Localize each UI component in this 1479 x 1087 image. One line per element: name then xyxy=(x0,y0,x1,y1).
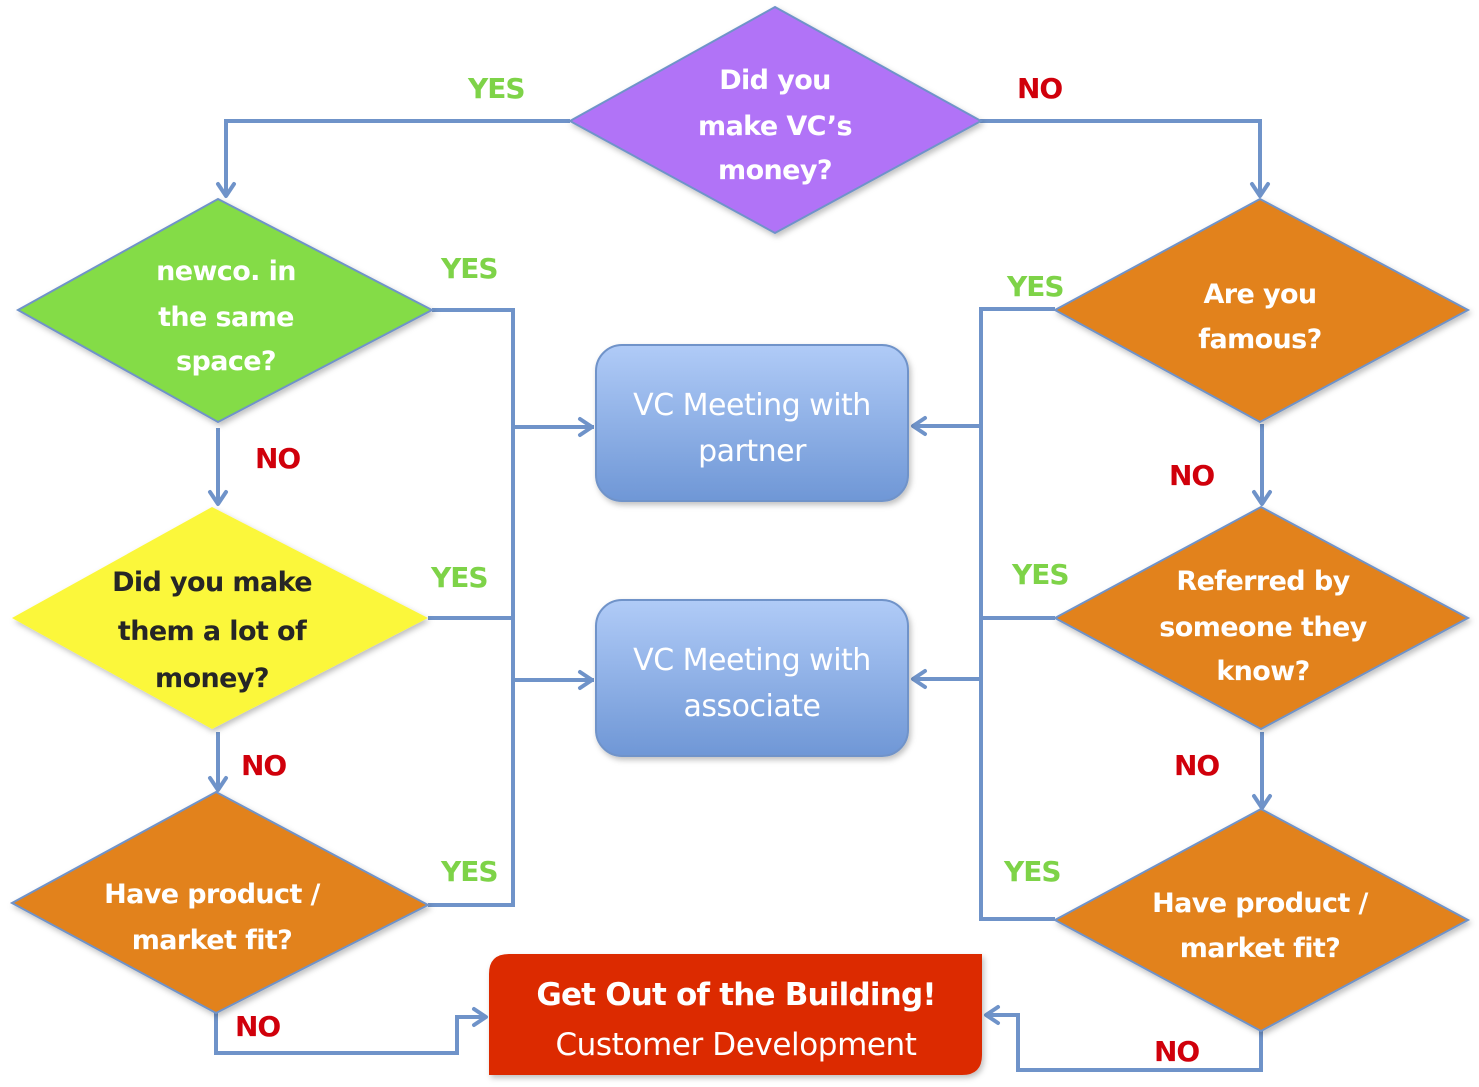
decision-referred-line-2: someone they xyxy=(1159,612,1367,643)
label-referred-yes: YES xyxy=(1011,558,1069,591)
label-start-no: NO xyxy=(1017,72,1062,105)
decision-start-line-3: money? xyxy=(718,155,832,186)
connector-start-yes xyxy=(224,119,570,195)
decision-same-space-line-3: space? xyxy=(176,346,276,377)
decision-start[interactable]: Did you make VC’s money? xyxy=(567,5,984,235)
label-pmf-right-yes: YES xyxy=(1003,855,1061,888)
decision-pmf-right[interactable]: Have product / market fit? xyxy=(1052,807,1471,1033)
decision-referred[interactable]: Referred by someone they know? xyxy=(1052,505,1471,731)
connector-famous-yes xyxy=(979,307,1055,921)
arrow-down-icon xyxy=(208,490,228,506)
connector-start-no xyxy=(980,119,1262,195)
decision-pmf-left-line-2: market fit? xyxy=(132,925,293,956)
label-lot-of-money-yes: YES xyxy=(430,561,488,594)
decision-famous-line-1: Are you xyxy=(1203,279,1316,310)
decision-same-space-line-2: the same xyxy=(158,302,294,333)
outcome-partner-line-2: partner xyxy=(698,434,807,469)
arrow-left-icon xyxy=(984,1005,1000,1025)
label-pmf-right-no: NO xyxy=(1154,1035,1199,1068)
arrow-right-icon xyxy=(578,417,594,437)
arrow-down-icon xyxy=(1250,182,1270,198)
label-pmf-left-no: NO xyxy=(235,1010,280,1043)
decision-famous-line-2: famous? xyxy=(1198,324,1321,355)
label-same-space-yes: YES xyxy=(440,252,498,285)
label-famous-yes: YES xyxy=(1006,270,1064,303)
connector-same-space-yes xyxy=(428,308,515,907)
outcome-goal-subtitle: Customer Development xyxy=(555,1027,916,1063)
arrow-down-icon xyxy=(208,776,228,792)
decision-lot-of-money-line-1: Did you make xyxy=(112,567,312,598)
arrow-right-icon xyxy=(472,1007,488,1027)
outcome-partner-line-1: VC Meeting with xyxy=(633,388,871,423)
label-same-space-no: NO xyxy=(255,442,300,475)
label-famous-no: NO xyxy=(1169,459,1214,492)
outcome-associate-line-1: VC Meeting with xyxy=(633,643,871,678)
connectors xyxy=(208,119,1272,1072)
decision-lot-of-money-line-3: money? xyxy=(155,663,269,694)
decision-pmf-left-line-1: Have product / xyxy=(104,879,320,910)
decision-lot-of-money[interactable]: Did you make them a lot of money? xyxy=(12,507,428,729)
decision-lot-of-money-line-2: them a lot of xyxy=(118,616,307,647)
label-start-yes: YES xyxy=(467,72,525,105)
connector-pmf-right-no xyxy=(986,1013,1263,1072)
outcome-associate-line-2: associate xyxy=(684,689,821,724)
arrow-left-icon xyxy=(911,416,927,436)
connector-pmf-left-no xyxy=(214,1012,486,1055)
decision-referred-line-3: know? xyxy=(1216,656,1309,687)
label-referred-no: NO xyxy=(1174,749,1219,782)
decision-same-space[interactable]: newco. in the same space? xyxy=(15,197,435,424)
branch-labels: YES NO YES NO YES NO YES NO YES NO YES N… xyxy=(235,72,1220,1068)
outcome-goal-title: Get Out of the Building! xyxy=(536,977,935,1013)
decision-start-line-2: make VC’s xyxy=(698,111,852,142)
decision-pmf-right-line-1: Have product / xyxy=(1152,888,1368,919)
decision-pmf-left[interactable]: Have product / market fit? xyxy=(9,790,431,1015)
label-lot-of-money-no: NO xyxy=(241,749,286,782)
outcome-partner[interactable]: VC Meeting with partner xyxy=(595,344,909,502)
decision-same-space-line-1: newco. in xyxy=(156,256,296,287)
decision-start-line-1: Did you xyxy=(719,65,831,96)
decision-referred-line-1: Referred by xyxy=(1176,566,1350,597)
decision-pmf-right-line-2: market fit? xyxy=(1180,933,1341,964)
arrow-left-icon xyxy=(911,669,927,689)
arrow-down-icon xyxy=(216,182,236,198)
arrow-down-icon xyxy=(1252,794,1272,810)
arrow-down-icon xyxy=(1252,490,1272,506)
decision-famous[interactable]: Are you famous? xyxy=(1052,197,1471,424)
outcome-associate[interactable]: VC Meeting with associate xyxy=(595,599,909,757)
label-pmf-left-yes: YES xyxy=(440,855,498,888)
outcome-goal[interactable]: Get Out of the Building! Customer Develo… xyxy=(489,954,982,1075)
arrow-right-icon xyxy=(578,670,594,690)
